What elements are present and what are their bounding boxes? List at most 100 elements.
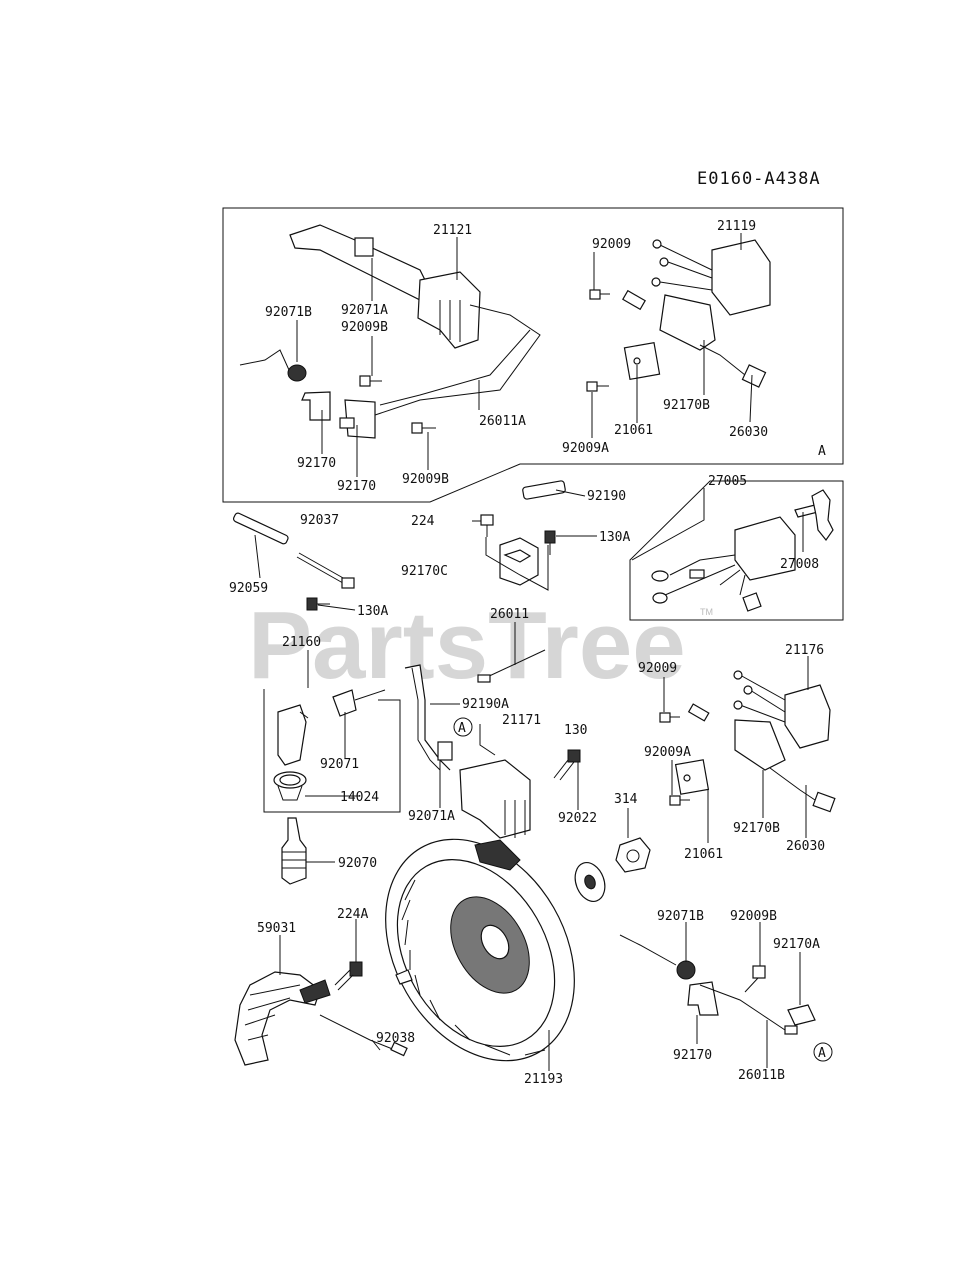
label-92170C: 92170C [401,564,448,579]
bolt-130A-left [306,597,330,611]
label-27005: 27005 [708,474,747,489]
label-21193: 21193 [524,1072,563,1087]
label-92170-a: 92170 [297,456,336,471]
label-92170A: 92170A [773,937,820,952]
ref-marker-circle-2 [813,1042,833,1062]
bolt-92009A-right [669,795,690,806]
ignition-coil-21171 [404,664,531,839]
label-92170: 92170 [673,1048,712,1063]
nut-314 [615,837,651,873]
label-26011B: 26011B [738,1068,785,1083]
label-92009A-top: 92009A [562,441,609,456]
label-130A-b: 130A [357,604,388,619]
bolt-92009-top [589,289,610,300]
label-21119: 21119 [717,219,756,234]
igniter-21176 [687,670,836,813]
label-92071A-top: 92071A [341,303,388,318]
label-21061-top: 21061 [614,423,653,438]
label-92071A: 92071A [408,809,455,824]
label-92070: 92070 [338,856,377,871]
bracket-92170 [687,981,719,1016]
bolt-224A [334,961,363,991]
label-21176: 21176 [785,643,824,658]
label-92059: 92059 [229,581,268,596]
bracket-92170C [499,537,539,586]
label-92071B-top: 92071B [265,305,312,320]
label-92190: 92190 [587,489,626,504]
key-switch-27005 [651,516,796,612]
inset-frame-key-switch [629,480,844,621]
label-26011: 26011 [490,607,529,622]
ref-marker-1: A [458,721,466,736]
bracket-21061-right [674,759,710,795]
label-92009A: 92009A [644,745,691,760]
ignition-coil-21121 [289,224,541,421]
bracket-21061-top [623,341,661,381]
tube-92190 [522,480,566,500]
label-59031: 59031 [257,921,296,936]
watermark-trademark: TM [700,607,713,617]
wire-26011B [699,984,798,1035]
label-92170B-top: 92170B [663,398,710,413]
label-92071: 92071 [320,757,359,772]
wire-26011A [379,329,531,406]
bracket-92170-top [301,391,376,439]
label-92009B: 92009B [730,909,777,924]
label-26030-top: 26030 [729,425,768,440]
label-92170B: 92170B [733,821,780,836]
flywheel-21193 [385,838,575,1062]
label-A-corner: A [818,444,826,459]
label-21171: 21171 [502,713,541,728]
grommet-14024 [273,771,307,801]
rod-92037 [296,552,355,589]
grommet-92071B [619,934,696,980]
label-92009: 92009 [638,661,677,676]
bolt-92009B-top [359,375,382,387]
label-92037: 92037 [300,513,339,528]
bolt-92009-right [659,712,680,723]
bolt-92009B-bottom [411,422,436,434]
tube-92059 [232,512,289,545]
label-130: 130 [564,723,587,738]
diagram-code: E0160-A438A [697,169,821,189]
label-224: 224 [411,514,435,529]
grommet-92071B-top [239,349,307,382]
label-92009B-bottom: 92009B [402,472,449,487]
inset-frame-a [222,207,844,503]
label-14024: 14024 [340,790,379,805]
key-27008 [794,489,834,542]
label-92190A: 92190A [462,697,509,712]
bolt-92022 [553,749,581,781]
bracket-92170A [787,1004,816,1026]
ref-marker-circle-1 [453,717,473,737]
label-27008: 27008 [780,557,819,572]
label-92071B: 92071B [657,909,704,924]
leader-lines [254,233,809,1071]
bolt-92009B [744,965,766,993]
label-92022: 92022 [558,811,597,826]
label-130A-a: 130A [599,530,630,545]
label-92009B-top: 92009B [341,320,388,335]
label-21121: 21121 [433,223,472,238]
key-pin [395,969,413,985]
spark-plug-92070 [281,817,307,885]
bolt-130A-right [544,530,556,555]
label-92038: 92038 [376,1031,415,1046]
ref-marker-2: A [818,1046,826,1061]
label-21160: 21160 [282,635,321,650]
washer [574,862,606,902]
igniter-21119 [622,239,771,388]
plug-cap-21160 [277,704,309,766]
watermark: PartsTree [248,592,686,699]
label-314: 314 [614,792,638,807]
bolt-92009A-top [586,381,609,392]
label-92170-b: 92170 [337,479,376,494]
label-224A: 224A [337,907,368,922]
bolt-224 [480,514,494,537]
stator-59031 [234,971,408,1066]
label-26030: 26030 [786,839,825,854]
label-26011A: 26011A [479,414,526,429]
inset-frame-spark-plug [263,689,401,813]
label-21061: 21061 [684,847,723,862]
